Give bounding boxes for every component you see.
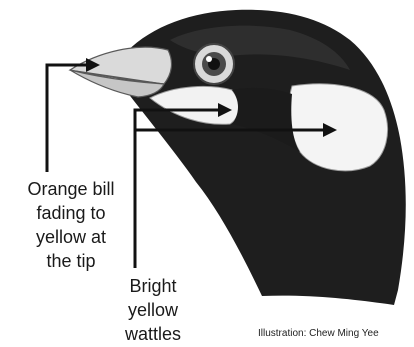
illustration-credit: Illustration: Chew Ming Yee xyxy=(258,328,379,339)
bird-eye-highlight xyxy=(206,56,212,62)
wattles-annotation-label: Bright yellow wattles xyxy=(108,274,198,346)
bill-annotation-label: Orange bill fading to yellow at the tip xyxy=(0,177,142,273)
bill-callout-line xyxy=(47,65,88,172)
